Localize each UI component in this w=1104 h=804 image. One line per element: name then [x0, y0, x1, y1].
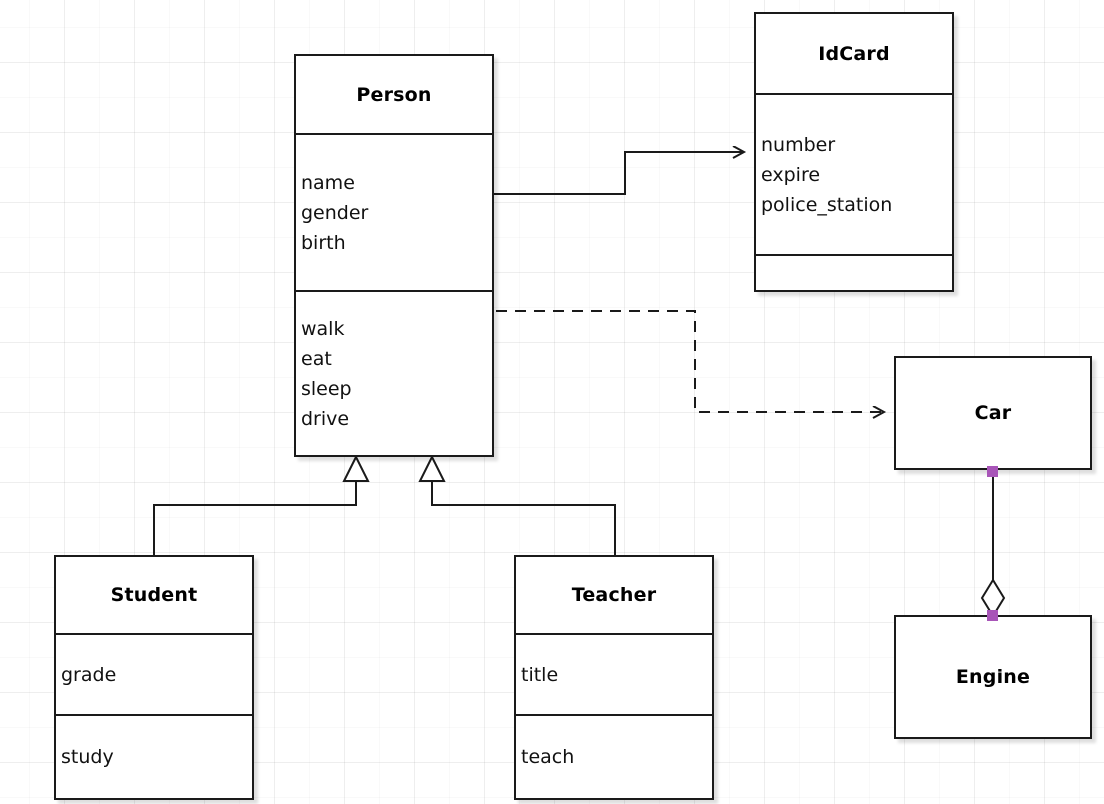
operations-compartment-person: walk eat sleep drive [296, 290, 492, 455]
attributes-compartment-student: grade [56, 633, 252, 714]
class-box-person[interactable]: Person name gender birth walk eat sleep … [294, 54, 494, 457]
operations-compartment-idcard [756, 254, 952, 290]
operation-item: walk [301, 317, 345, 340]
class-name-engine: Engine [955, 666, 1031, 688]
operation-item: drive [301, 407, 350, 430]
class-box-car[interactable]: Car [894, 356, 1092, 470]
attributes-compartment-teacher: title [516, 633, 712, 714]
edge-handle-car[interactable] [987, 466, 998, 477]
edge-person-car-dependency[interactable] [496, 310, 884, 412]
operations-compartment-teacher: teach [516, 714, 712, 798]
attributes-compartment-person: name gender birth [296, 133, 492, 290]
generalization-triangle-student [342, 454, 370, 482]
class-name-student: Student [110, 584, 198, 606]
class-name-car: Car [974, 402, 1012, 424]
attributes-compartment-idcard: number expire police_station [756, 93, 952, 254]
attribute-item: gender [301, 201, 369, 224]
class-name-person: Person [356, 83, 432, 106]
attribute-item: police_station [761, 193, 893, 216]
operation-item: study [61, 746, 114, 768]
class-box-idcard[interactable]: IdCard number expire police_station [754, 12, 954, 292]
attribute-item: title [521, 663, 559, 686]
edge-car-engine-aggregation[interactable] [980, 470, 1006, 618]
attribute-item: expire [761, 163, 821, 186]
edge-person-idcard-association[interactable] [494, 152, 744, 195]
class-name-idcard: IdCard [818, 42, 890, 65]
operations-compartment-student: study [56, 714, 252, 798]
operation-item: sleep [301, 377, 352, 400]
attribute-item: birth [301, 231, 346, 254]
edge-student-person-generalization[interactable] [153, 454, 370, 555]
operation-item: eat [301, 347, 332, 370]
attribute-item: grade [61, 663, 117, 686]
class-box-student[interactable]: Student grade study [54, 555, 254, 800]
class-box-teacher[interactable]: Teacher title teach [514, 555, 714, 800]
operation-item: teach [521, 746, 575, 768]
class-box-engine[interactable]: Engine [894, 615, 1092, 739]
attribute-item: name [301, 171, 355, 194]
class-name-teacher: Teacher [571, 584, 657, 606]
edge-handle-engine[interactable] [987, 610, 998, 621]
attribute-item: number [761, 133, 836, 156]
generalization-triangle-teacher [418, 454, 446, 482]
edge-teacher-person-generalization[interactable] [418, 454, 616, 555]
